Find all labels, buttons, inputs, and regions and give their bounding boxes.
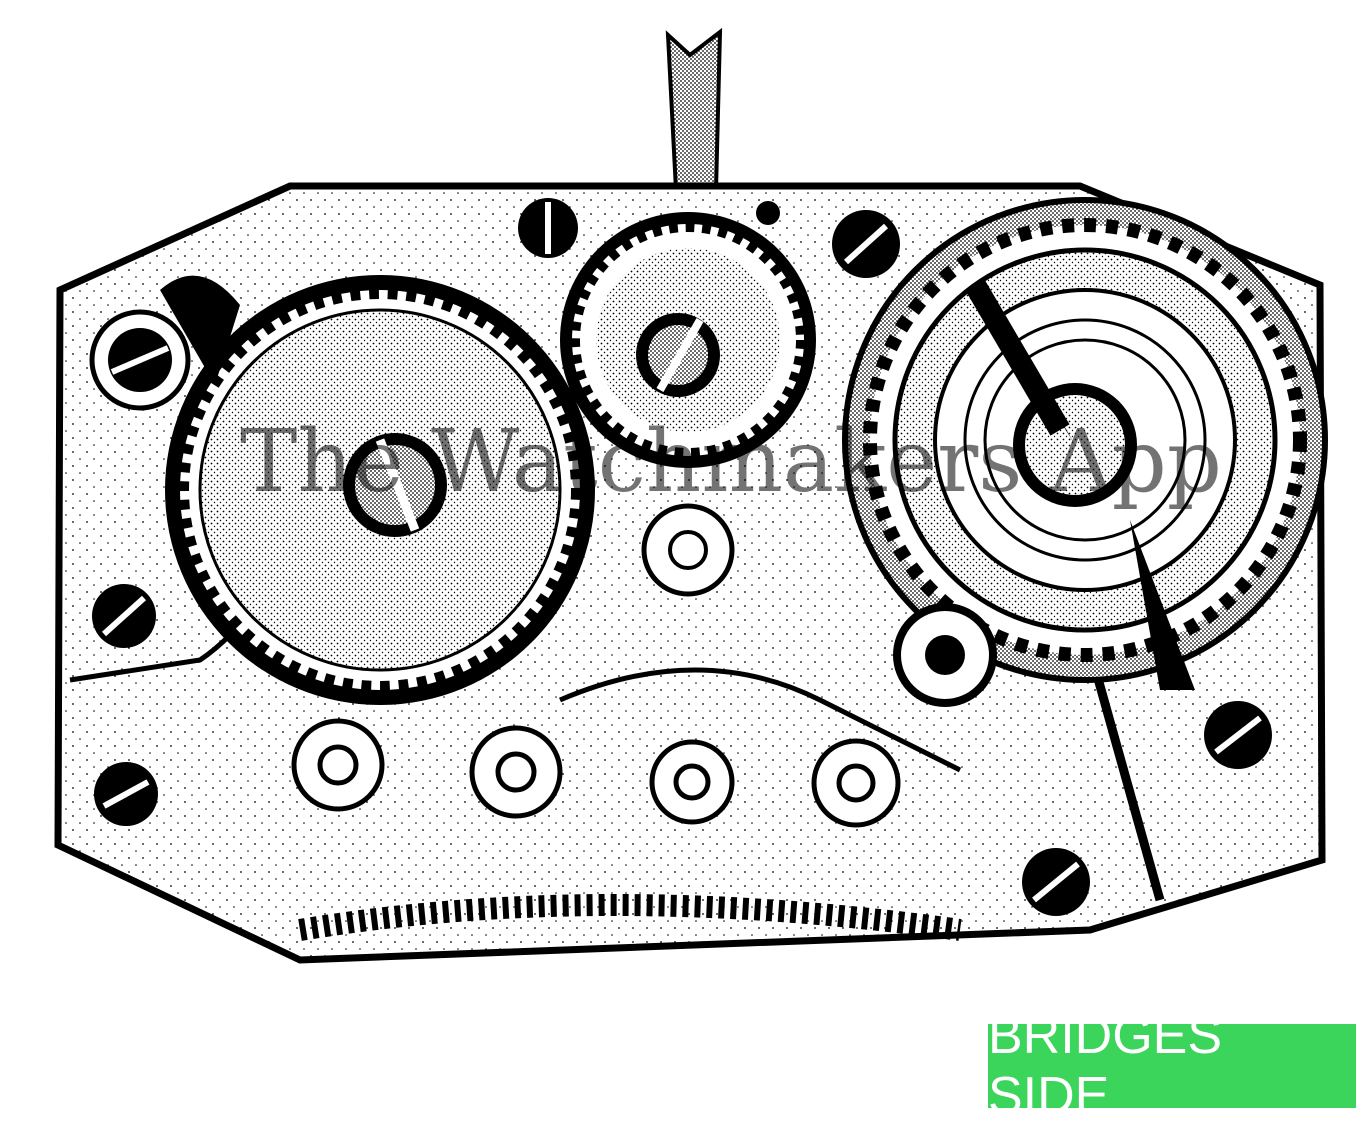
balance-wheel	[842, 197, 1328, 690]
winding-stem	[665, 27, 723, 192]
escape-wheel	[641, 503, 997, 707]
jewels	[291, 718, 901, 828]
barrel-wheel	[165, 275, 595, 705]
screws	[89, 198, 1272, 916]
crown-wheel	[560, 212, 816, 468]
watermark-text: The Watchmakers App	[240, 412, 1222, 512]
bridges-side-label: BRIDGES SIDE	[988, 1007, 1356, 1125]
